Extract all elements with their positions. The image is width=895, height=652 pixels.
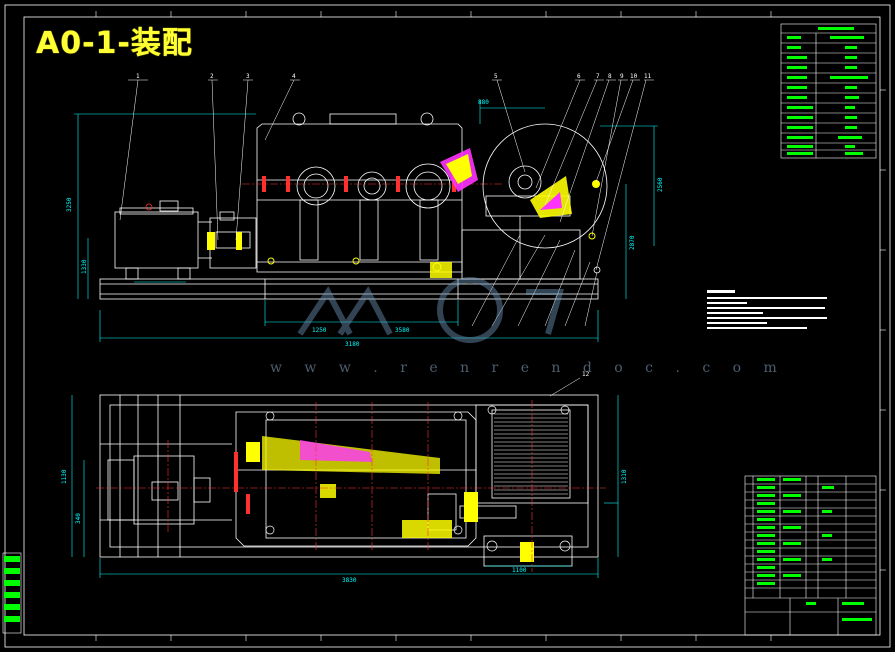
dim-front-reducer-width: 3580 <box>395 327 410 334</box>
part-number-1: 1 <box>136 73 140 80</box>
dim-plan-drum-width: 1310 <box>621 469 628 484</box>
tech-notes-line <box>707 297 827 299</box>
revision-strip <box>2 552 22 634</box>
tech-notes-line <box>707 307 825 309</box>
dim-front-base-offset: 1250 <box>312 327 327 334</box>
zone-ticks <box>95 11 886 641</box>
tech-notes-line <box>707 322 767 324</box>
drawing-border <box>4 4 891 648</box>
dim-plan-drum-length: 1100 <box>512 567 527 574</box>
watermark-logo <box>297 277 564 343</box>
drawing-title: A0-1-装配 <box>36 26 193 61</box>
dim-front-drum-height: 2560 <box>657 177 664 192</box>
tech-notes-heading-bar <box>707 290 735 293</box>
part-number-6: 6 <box>577 73 581 80</box>
bill-of-materials-marks <box>757 478 872 621</box>
dim-front-height: 3250 <box>66 197 73 212</box>
dim-plan-total-length: 3830 <box>342 577 357 584</box>
part-number-12: 12 <box>582 371 590 378</box>
part-number-3: 3 <box>246 73 250 80</box>
dim-front-motor-height: 1330 <box>81 259 88 274</box>
part-number-4: 4 <box>292 73 296 80</box>
tech-notes-line <box>707 317 827 319</box>
gear-reducer <box>256 112 463 273</box>
part-number-2: 2 <box>210 73 214 80</box>
part-number-10: 10 <box>630 73 638 80</box>
front-view: 3250 1330 3180 3580 1250 880 2560 2870 1… <box>66 73 664 348</box>
dim-front-total-length: 3180 <box>345 341 360 348</box>
tech-notes-line <box>707 302 747 304</box>
part-number-7: 7 <box>596 73 600 80</box>
dim-plan-width: 1130 <box>61 469 68 484</box>
part-number-9: 9 <box>620 73 624 80</box>
part-number-8: 8 <box>608 73 612 80</box>
drum-rope-winding <box>494 413 568 495</box>
technical-requirements <box>707 290 832 332</box>
parameter-table <box>780 23 877 159</box>
plan-view: 1130 340 3830 1310 1100 12 <box>61 371 628 584</box>
dim-front-axis-height: 2870 <box>629 235 636 250</box>
parameter-table-marks <box>787 27 868 155</box>
dim-plan-motor-width: 340 <box>75 513 82 524</box>
part-number-11: 11 <box>644 73 652 80</box>
tech-notes-line <box>707 327 807 329</box>
tech-notes-line <box>707 312 763 314</box>
dim-front-drum-offset: 880 <box>478 99 489 106</box>
bill-of-materials <box>744 475 877 636</box>
watermark-url: w w w . r e n r e n d o c . c o m <box>270 360 786 376</box>
part-number-5: 5 <box>494 73 498 80</box>
